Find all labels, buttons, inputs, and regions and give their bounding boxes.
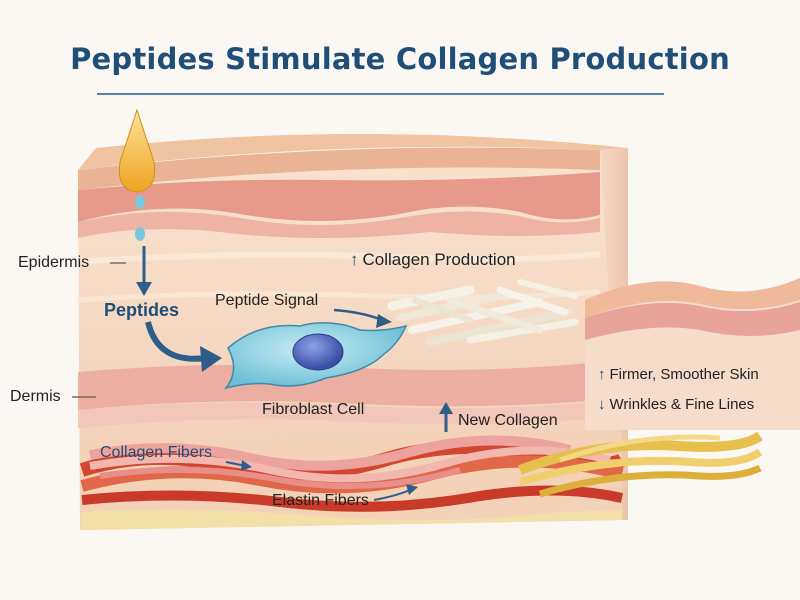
- label-new-collagen: New Collagen: [458, 412, 558, 429]
- label-peptide-signal: Peptide Signal: [215, 292, 319, 309]
- down-arrow-icon: ↓: [598, 396, 606, 413]
- label-collagen-production: ↑Collagen Production: [350, 250, 516, 269]
- up-arrow-icon: ↑: [350, 250, 359, 269]
- peptide-delivery-arrow: [145, 321, 207, 362]
- label-wrinkles: ↓Wrinkles & Fine Lines: [598, 396, 755, 413]
- skin-surface: [78, 134, 628, 170]
- new-collagen-bundle: [387, 279, 579, 346]
- up-arrow-icon: ↑: [598, 366, 606, 383]
- label-firmer-skin: ↑Firmer, Smoother Skin: [598, 366, 759, 383]
- title-underline: [97, 93, 664, 95]
- label-dermis: Dermis: [10, 388, 61, 405]
- label-collagen-fibers: Collagen Fibers: [100, 444, 213, 461]
- label-epidermis: Epidermis: [18, 254, 90, 271]
- diagram-title: Peptides Stimulate Collagen Production: [70, 42, 730, 76]
- fibroblast-nucleus: [292, 333, 344, 371]
- collagen-fiber: [89, 435, 572, 471]
- serum-droplet-icon: [118, 108, 156, 193]
- label-fibroblast-cell: Fibroblast Cell: [262, 401, 365, 418]
- label-peptides: Peptides: [104, 300, 180, 320]
- elastin-fiber: [538, 464, 762, 498]
- epidermis-band: [78, 172, 600, 222]
- label-elastin-fibers: Elastin Fibers: [272, 492, 369, 509]
